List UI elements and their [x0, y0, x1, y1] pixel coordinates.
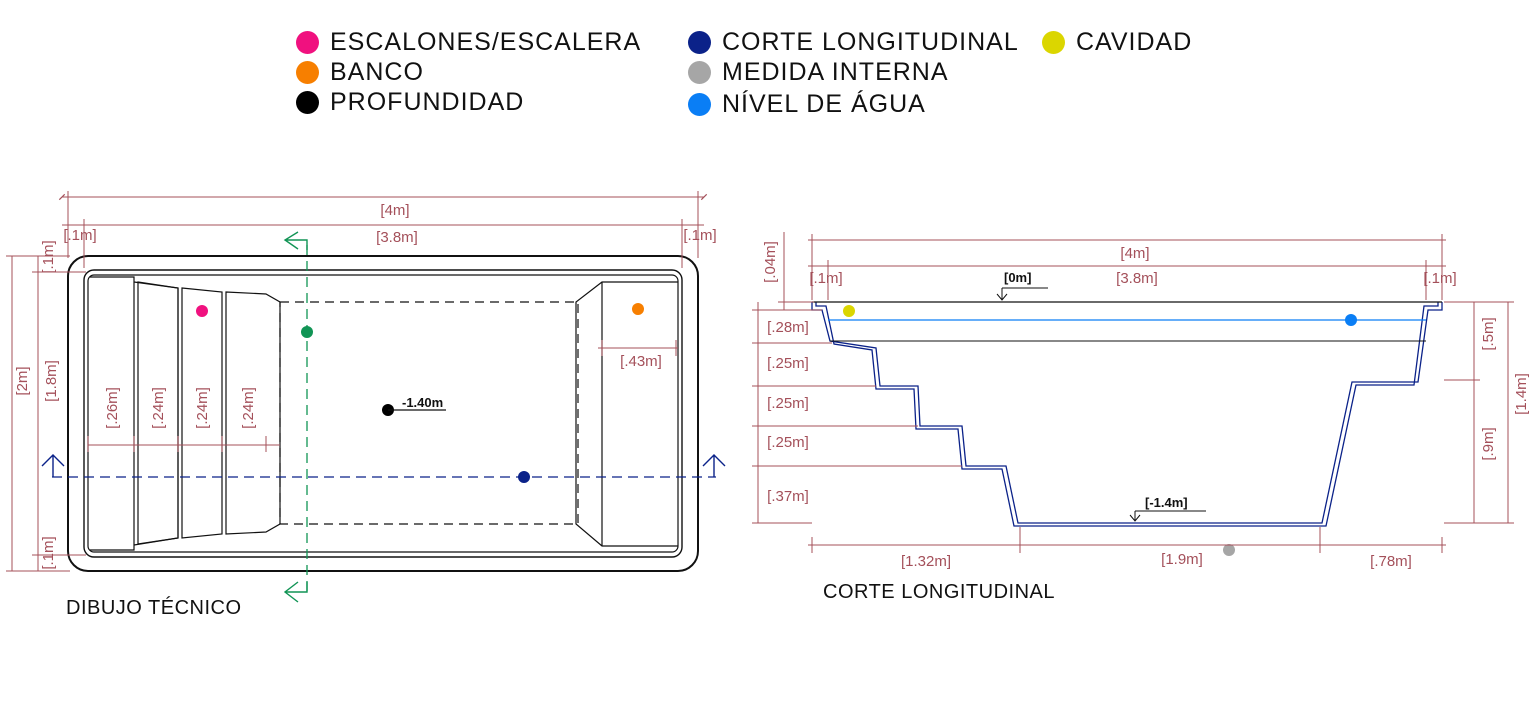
navy-dot-icon	[688, 31, 711, 54]
deep-area-outline	[279, 301, 579, 525]
run-steps: [1.32m]	[901, 553, 951, 570]
step-3-dim: [.24m]	[194, 387, 211, 429]
step-1-dim: [.26m]	[104, 387, 121, 429]
depth-label: -1.40m	[402, 395, 443, 410]
legend-item-steps: ESCALONES/ESCALERA	[296, 28, 641, 57]
section-rim-left: [.1m]	[809, 270, 842, 287]
section-interior-length: [3.8m]	[1116, 270, 1158, 287]
legend-item-depth: PROFUNDIDAD	[296, 88, 524, 117]
section-arrow-icon	[41, 454, 65, 477]
level-bottom-label: [-1.4m]	[1145, 495, 1188, 510]
legend-item-cavity: CAVIDAD	[1042, 28, 1192, 57]
section-arrow-icon	[283, 581, 308, 603]
legend-label: BANCO	[330, 58, 424, 86]
rise-2: [.25m]	[767, 355, 809, 372]
cavity-marker	[843, 305, 855, 317]
plan-rim-bottom: [.1m]	[40, 536, 57, 569]
water-level-marker	[1345, 314, 1357, 326]
total-depth: [1.4m]	[1513, 373, 1530, 415]
bench-dim: [.43m]	[620, 353, 662, 370]
level-arrow-icon	[996, 293, 1008, 301]
section-arrow-icon	[702, 454, 726, 477]
legend-label: CORTE LONGITUDINAL	[722, 28, 1019, 56]
step-2	[137, 281, 179, 545]
bench-marker	[632, 303, 644, 315]
legend-item-bench: BANCO	[296, 58, 424, 87]
level-top-label: [0m]	[1004, 270, 1031, 285]
legend-label: PROFUNDIDAD	[330, 88, 525, 116]
run-floor: [1.9m]	[1161, 551, 1203, 568]
plan-rim-top: [.1m]	[40, 240, 57, 273]
plan-interior-length: [3.8m]	[376, 229, 418, 246]
legend: ESCALONES/ESCALERA BANCO PROFUNDIDAD COR…	[296, 26, 1256, 122]
section-rim-right: [.1m]	[1423, 270, 1456, 287]
black-dot-icon	[296, 91, 319, 114]
bench-height: [.5m]	[1480, 317, 1497, 350]
steps-marker	[196, 305, 208, 317]
legend-label: ESCALONES/ESCALERA	[330, 28, 642, 56]
bench-outline	[575, 281, 678, 547]
rise-5: [.37m]	[767, 488, 809, 505]
plan-caption: DIBUJO TÉCNICO	[66, 596, 242, 619]
plan-interior-width: [1.8m]	[43, 360, 60, 402]
legend-item-internal: MEDIDA INTERNA	[688, 58, 949, 87]
pool-shell-inner	[815, 302, 1439, 527]
step-1	[90, 276, 135, 551]
yellow-dot-icon	[1042, 31, 1065, 54]
plan-rim-left: [.1m]	[63, 227, 96, 244]
internal-measure-marker	[1223, 544, 1235, 556]
pink-dot-icon	[296, 31, 319, 54]
plan-overall-length: [4m]	[380, 202, 409, 219]
section-view: [0m] [-1.4m] [4m] [3.8m] [.1m] [.1m] [.0…	[752, 232, 1530, 603]
section-caption: CORTE LONGITUDINAL	[823, 581, 1055, 603]
plan-overall-width: [2m]	[14, 366, 31, 395]
legend-item-section: CORTE LONGITUDINAL	[688, 28, 1019, 57]
section-lip: [.04m]	[762, 241, 779, 283]
rise-4: [.25m]	[767, 434, 809, 451]
run-bench: [.78m]	[1370, 553, 1412, 570]
level-arrow-icon	[1129, 514, 1141, 522]
deep-section: [.9m]	[1480, 427, 1497, 460]
section-arrow-icon	[283, 231, 308, 250]
orange-dot-icon	[296, 61, 319, 84]
rise-3: [.25m]	[767, 395, 809, 412]
pool-inner-rim	[83, 269, 683, 558]
step-2-dim: [.24m]	[150, 387, 167, 429]
blue-dot-icon	[688, 93, 711, 116]
step-4-dim: [.24m]	[240, 387, 257, 429]
pool-interior	[87, 274, 679, 553]
pool-outer-rim	[67, 255, 699, 572]
rise-1: [.28m]	[767, 319, 809, 336]
gray-dot-icon	[688, 61, 711, 84]
cross-section-marker	[301, 326, 313, 338]
plan-view: -1.40m [4m] [3.8m] [.1m] [.1m] [2m] [1.8…	[6, 191, 726, 619]
pool-shell-outer	[811, 302, 1443, 524]
legend-label: CAVIDAD	[1076, 28, 1193, 56]
legend-label: NÍVEL DE ÁGUA	[722, 90, 926, 118]
section-overall-length: [4m]	[1120, 245, 1149, 262]
legend-item-water: NÍVEL DE ÁGUA	[688, 90, 926, 119]
plan-rim-right: [.1m]	[683, 227, 716, 244]
longitudinal-marker	[518, 471, 530, 483]
legend-label: MEDIDA INTERNA	[722, 58, 949, 86]
step-3	[181, 287, 223, 539]
